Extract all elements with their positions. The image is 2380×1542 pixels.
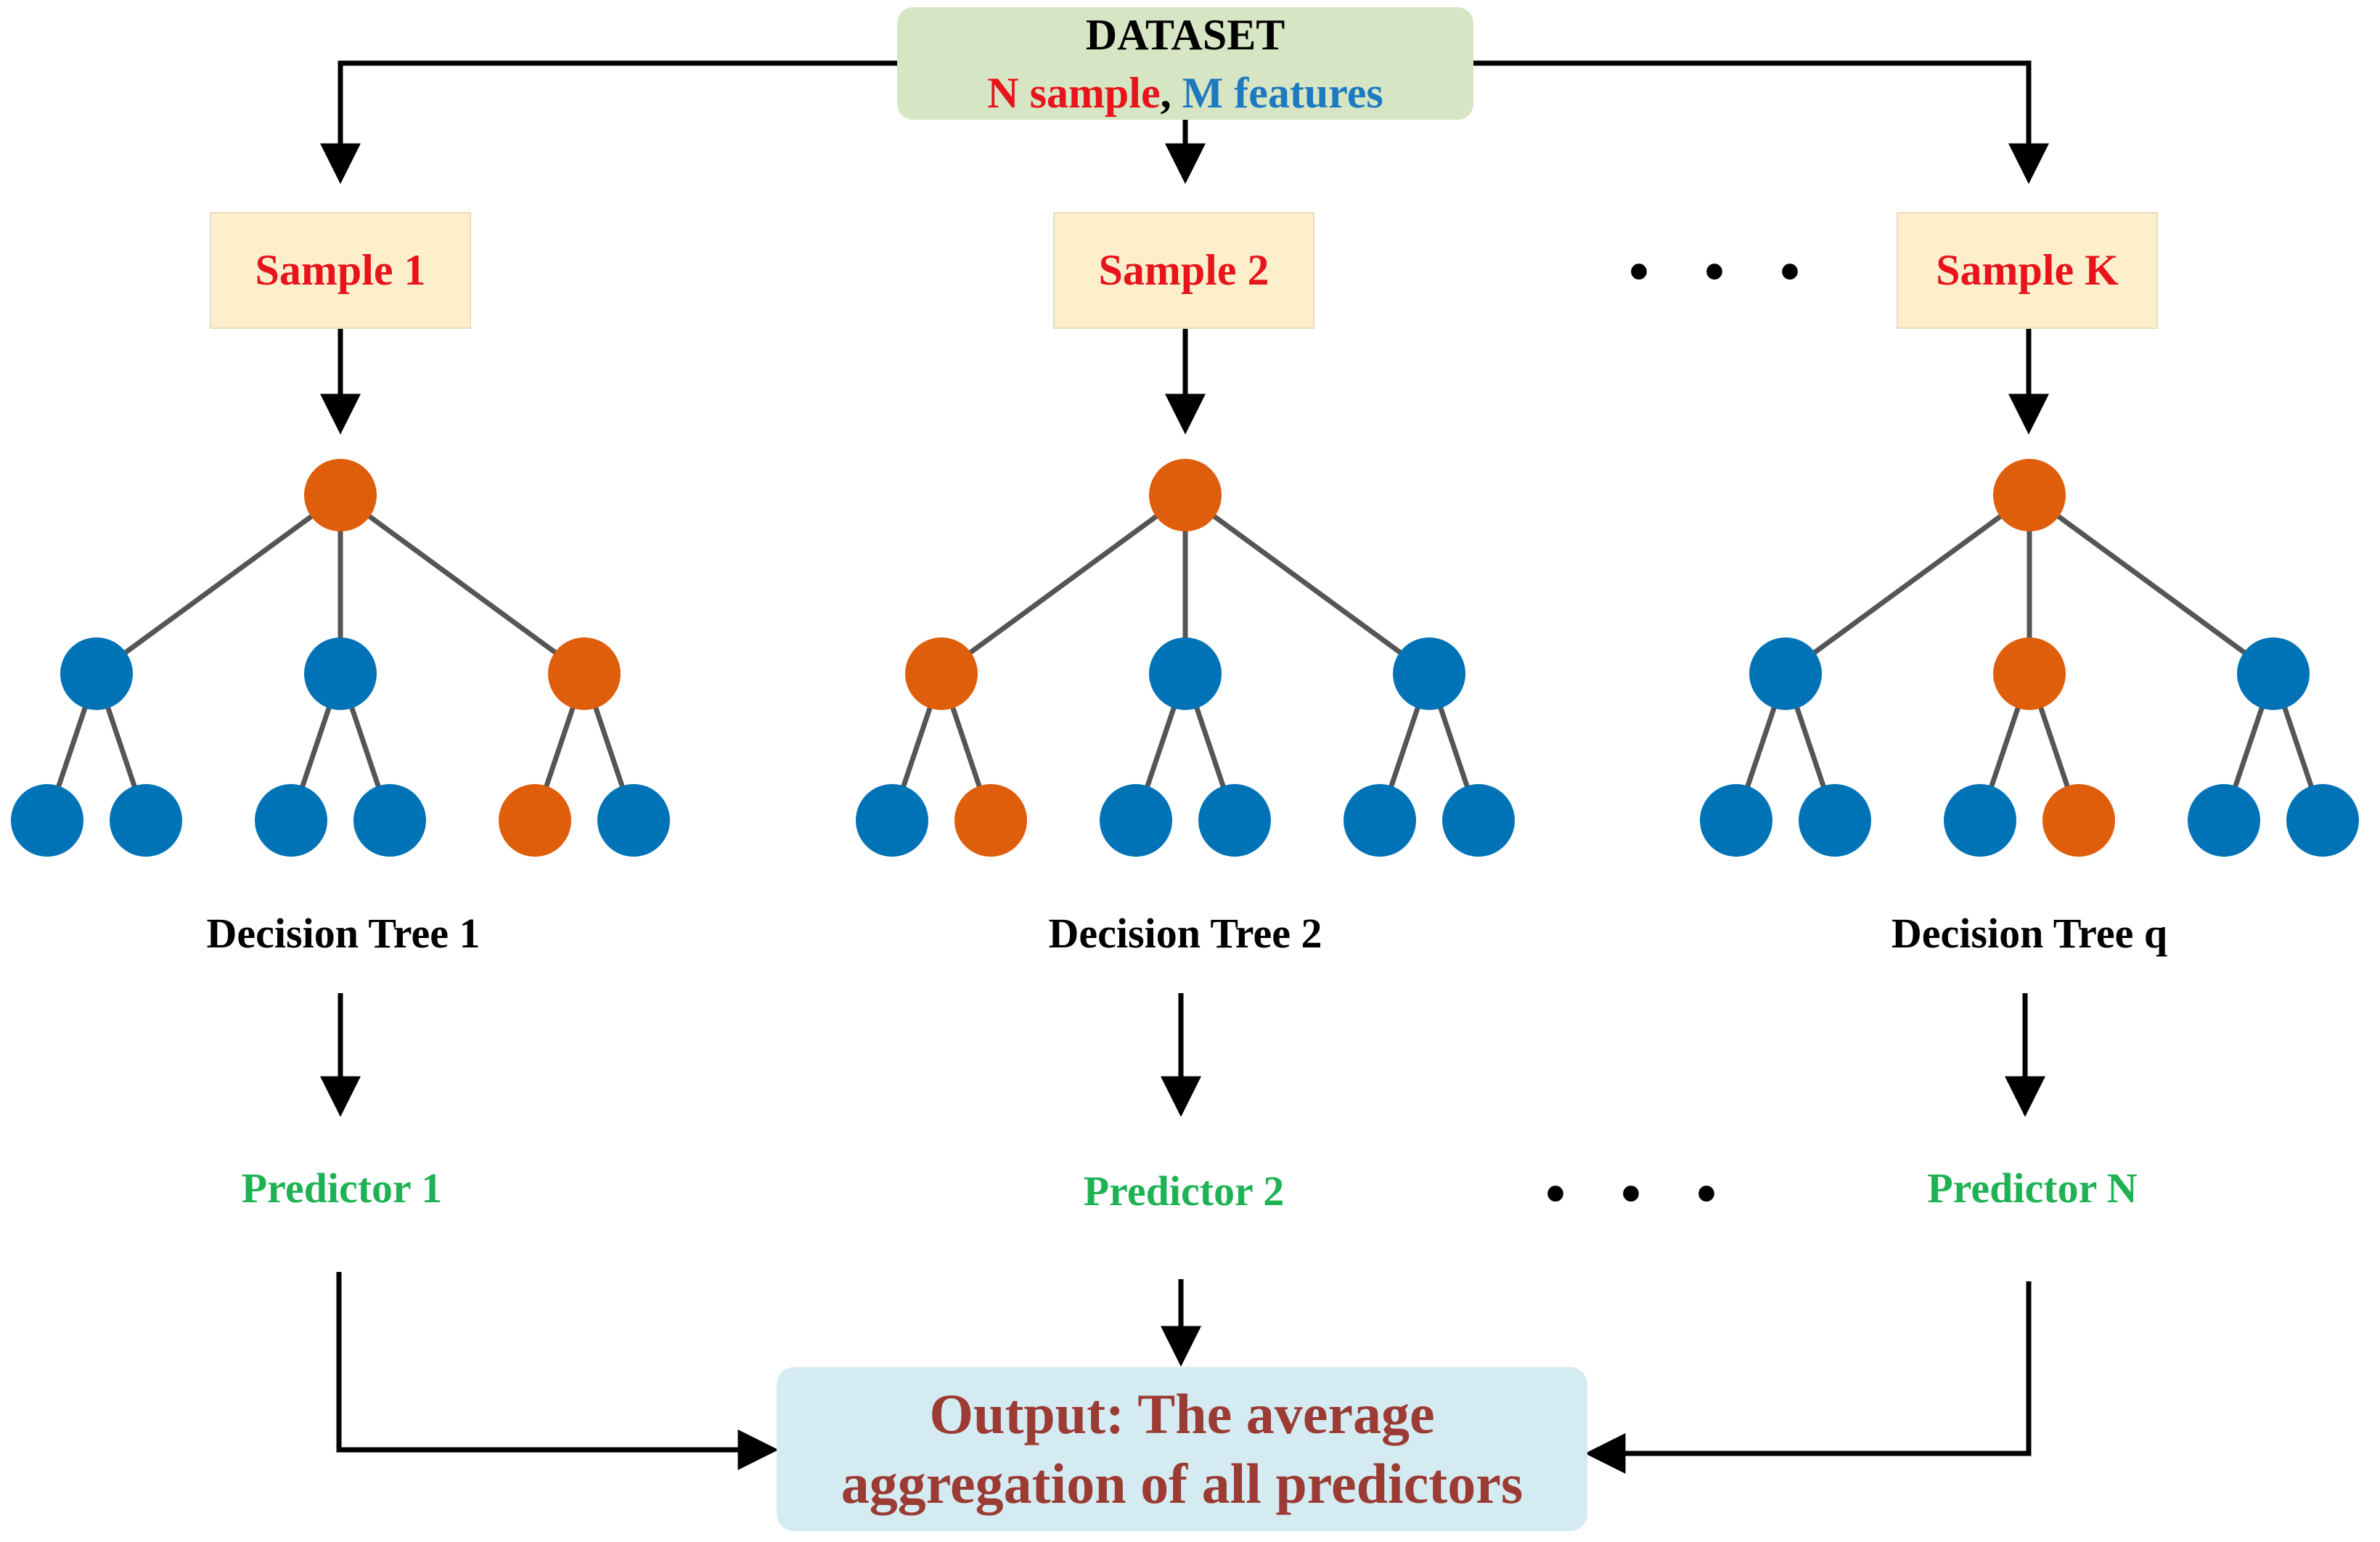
predictors-ellipsis: • • •	[1545, 1162, 1738, 1226]
sample-1-label: Sample 1	[255, 246, 426, 294]
tree-node-level-2	[1993, 637, 2066, 710]
output-line-2: aggregation of all predictors	[841, 1452, 1524, 1515]
tree-edge	[1783, 493, 2032, 676]
tree-leaf-node	[1344, 784, 1416, 857]
tree-node-level-2	[548, 637, 621, 710]
decision-tree-2	[856, 459, 1515, 857]
sample-k-box: Sample K	[1897, 212, 2158, 329]
dataset-subtitle: N sample, M features	[987, 64, 1383, 122]
predictor-n-to-output-arrow	[1584, 1281, 2032, 1474]
tree-leaf-node	[856, 784, 928, 857]
tree-leaf-node	[1198, 784, 1271, 857]
tree-root-node	[1149, 459, 1222, 531]
sample-2-label: Sample 2	[1098, 246, 1269, 294]
tree-leaf-node	[1700, 784, 1772, 857]
dataset-to-sample-k-arrow	[1473, 60, 2049, 184]
predictor-1-to-output-arrow	[336, 1272, 779, 1470]
tree-1-label: Decision Tree 1	[206, 910, 481, 957]
predictor-1-label: Predictor 1	[241, 1164, 443, 1212]
tree-edge	[338, 493, 586, 676]
tree-leaf-node	[110, 784, 182, 857]
tree-leaf-node	[1799, 784, 1871, 857]
tree-leaf-node	[1944, 784, 2016, 857]
dataset-m-features: M features	[1182, 68, 1383, 117]
tree-node-level-2	[2237, 637, 2310, 710]
trees-layer	[11, 459, 2359, 857]
tree-leaf-node	[954, 784, 1027, 857]
dataset-box: DATASET N sample, M features	[897, 7, 1473, 120]
sample-2-box: Sample 2	[1053, 212, 1314, 329]
decision-tree-1	[11, 459, 670, 857]
dataset-to-sample-1-arrow	[320, 60, 897, 184]
tree-leaf-node	[499, 784, 571, 857]
tree-leaf-node	[1100, 784, 1172, 857]
dataset-separator: ,	[1160, 68, 1182, 117]
tree-node-level-2	[905, 637, 978, 710]
tree-root-node	[304, 459, 377, 531]
predictor-2-label: Predictor 2	[1083, 1167, 1285, 1215]
tree-leaf-node	[2188, 784, 2260, 857]
tree-leaf-node	[2286, 784, 2359, 857]
tree-root-node	[1993, 459, 2066, 531]
tree-leaf-node	[2042, 784, 2115, 857]
tree-edge	[1183, 493, 1431, 676]
tree-leaf-node	[255, 784, 327, 857]
tree-leaf-node	[353, 784, 426, 857]
tree-2-label: Decision Tree 2	[1048, 910, 1322, 957]
tree-leaf-node	[597, 784, 670, 857]
sample-k-label: Sample K	[1936, 246, 2119, 294]
tree-node-level-2	[1393, 637, 1465, 710]
dataset-title: DATASET	[1085, 10, 1285, 59]
predictor-n-label: Predictor N	[1927, 1164, 2138, 1212]
sample-1-box: Sample 1	[210, 212, 471, 329]
tree-leaf-node	[1442, 784, 1515, 857]
tree-edge	[94, 493, 343, 676]
tree-node-level-2	[1149, 637, 1222, 710]
output-box: Output: The average aggregation of all p…	[777, 1367, 1587, 1531]
tree-node-level-2	[304, 637, 377, 710]
tree-leaf-node	[11, 784, 83, 857]
tree-edge	[939, 493, 1187, 676]
tree-edge	[2027, 493, 2275, 676]
dataset-n-samples: N sample	[987, 68, 1161, 117]
tree-node-level-2	[60, 637, 133, 710]
tree-q-label: Decision Tree q	[1891, 910, 2168, 957]
dataset-arrows	[320, 60, 2049, 184]
output-line-1: Output: The average	[929, 1382, 1435, 1445]
samples-ellipsis: • • •	[1629, 240, 1821, 304]
tree-node-level-2	[1749, 637, 1822, 710]
sample-arrows	[320, 329, 2049, 435]
decision-tree-q	[1700, 459, 2359, 857]
predictor-arrows	[336, 1272, 2032, 1474]
tree-arrows	[320, 993, 2045, 1117]
